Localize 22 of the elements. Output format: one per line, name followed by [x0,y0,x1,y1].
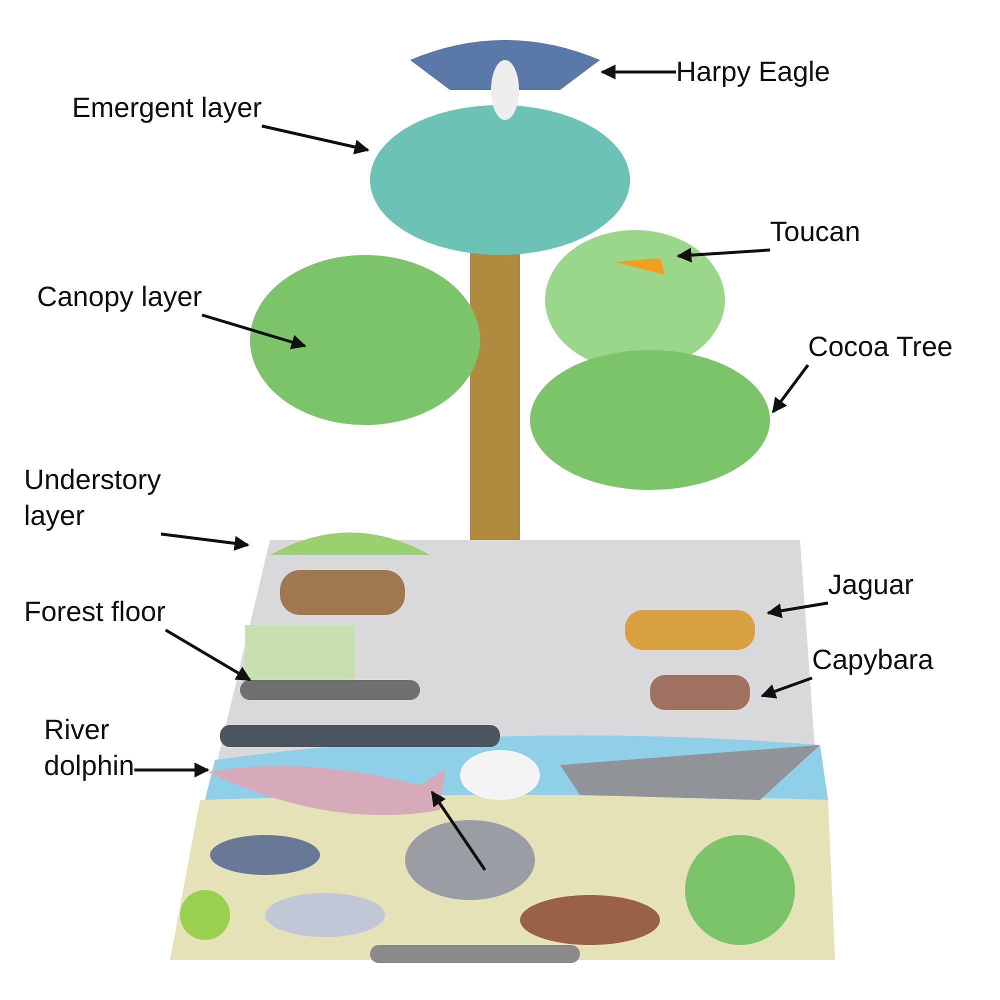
arrow [160,532,250,551]
arrow [676,248,770,263]
arrow [766,602,828,618]
callout-label: Harpy Eagle [676,54,830,90]
callout-label: Forest floor [24,594,166,630]
arrow [772,364,810,414]
callout-label: Canopy layer [37,279,202,315]
callout-label: Cocoa Tree [808,329,953,365]
callout-label: River dolphin [44,712,134,784]
arrow [760,676,812,698]
arrow [430,790,486,871]
arrow [600,64,676,80]
arrow [134,762,210,778]
arrow [262,124,370,154]
arrow [164,628,252,682]
callout-label: Understory layer [24,462,161,534]
callout-label: Jaguar [828,567,914,603]
callout-label: Capybara [812,642,934,678]
callout-label: Emergent layer [72,90,262,126]
river-dolphin-drawing [208,766,445,816]
callout-label: Toucan [770,214,860,250]
arrow [202,314,306,350]
